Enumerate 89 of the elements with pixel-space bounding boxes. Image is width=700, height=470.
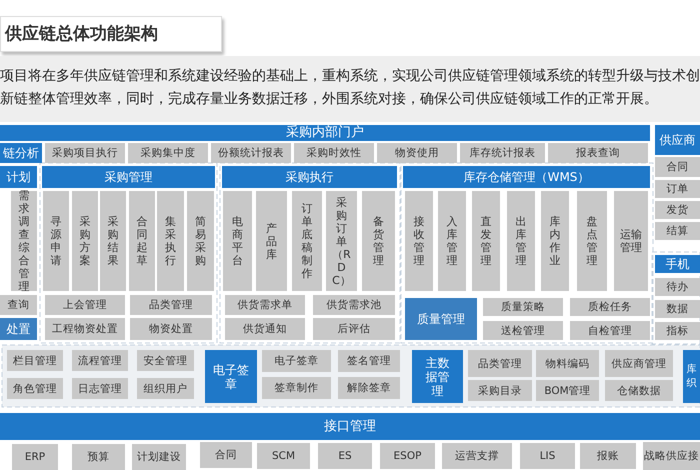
- description-text: 项目将在多年供应链管理和系统建设经验的基础上，重构系统，实现公司供应链管理领域系统的转型升级与技术创新链整体管理效率，同时，完成存量业务数据迁移，外围系统对接，确保公司供应链领域工作的正常开展。: [0, 56, 700, 122]
- header-bar: 接口管理: [0, 413, 700, 440]
- module-box: 库内作业: [541, 191, 569, 291]
- title-tab: 供应链总体功能架构: [0, 16, 222, 52]
- module-box: 报账: [580, 443, 636, 469]
- module-box: 送检管理: [483, 321, 563, 340]
- module-box: 自检管理: [570, 321, 650, 340]
- module-box: 采购项目执行: [45, 143, 125, 163]
- module-box: 品类管理: [468, 350, 532, 377]
- module-box: 库存统计报表: [460, 143, 545, 163]
- module-box: 供货通知: [225, 318, 305, 340]
- module-box: 供货需求单: [225, 295, 305, 315]
- module-box: 入库管理: [438, 191, 466, 291]
- section-header: 手机: [655, 255, 700, 273]
- section-header: 主数据管理: [412, 350, 463, 403]
- section-header: 库存仓储管理（WMS）: [403, 166, 650, 188]
- header-bar: 采购内部门户: [0, 125, 650, 141]
- module-box: 指标: [655, 322, 700, 340]
- module-box: 盘点管理: [577, 191, 607, 291]
- module-box: 电商平台: [223, 191, 252, 291]
- module-box: 物资使用: [377, 143, 457, 163]
- module-box: 安全管理: [137, 350, 194, 371]
- module-box: 采购订单（RDC）: [326, 191, 357, 291]
- module-box: ESOP: [380, 443, 435, 469]
- module-box: 运营支撑: [442, 443, 512, 469]
- module-box: 预算: [72, 444, 125, 470]
- module-box: 仓储数据: [605, 380, 673, 401]
- module-box: 寻源申请: [43, 191, 69, 291]
- module-box: 运输管理: [614, 191, 648, 291]
- module-box: 查询: [0, 295, 37, 315]
- module-box: BOM管理: [536, 380, 599, 401]
- module-box: 合同: [655, 157, 700, 177]
- module-box: 签章制作: [262, 377, 331, 399]
- module-box: 出库管理: [507, 191, 535, 291]
- module-box: 采购目录: [468, 380, 532, 401]
- section-header: 供应商: [655, 125, 700, 155]
- section-header: 采购管理: [42, 166, 215, 188]
- module-box: 采购时效性: [294, 143, 374, 163]
- module-box: 备货管理: [362, 191, 395, 291]
- module-box: 品类管理: [130, 295, 212, 315]
- module-box: 流程管理: [72, 350, 128, 371]
- module-box: 采购集中度: [128, 143, 208, 163]
- module-box: ERP: [12, 444, 58, 470]
- module-box: ES: [318, 443, 372, 469]
- section-header: 链分析: [0, 143, 42, 163]
- section-header: 电子签章: [205, 350, 257, 403]
- module-box: SCM: [257, 443, 310, 469]
- module-box: 产品库: [256, 191, 287, 291]
- module-box: 需求调查综合管理: [11, 191, 37, 291]
- module-box: 采购方案: [72, 191, 98, 291]
- module-box: 结算: [655, 222, 700, 240]
- section-header: 计划: [0, 166, 37, 188]
- module-box: 合同: [200, 442, 252, 468]
- module-box: 战略供应接: [643, 442, 700, 470]
- module-box: 集采执行: [157, 191, 184, 291]
- section-header: 处置: [0, 318, 37, 340]
- module-box: 订单: [655, 180, 700, 198]
- module-box: 计划建设: [132, 444, 186, 470]
- module-box: 简易采购: [187, 191, 214, 291]
- module-box: 组织用户: [137, 378, 194, 399]
- module-box: 报表查询: [548, 143, 648, 163]
- module-box: 解除签章: [338, 377, 400, 399]
- module-box: 质量策略: [483, 298, 563, 316]
- module-box: 发货: [655, 201, 700, 219]
- module-box: 上会管理: [45, 295, 125, 315]
- module-box: 签名管理: [338, 350, 400, 372]
- section-header: 采购执行: [222, 166, 397, 188]
- module-box: 直发管理: [472, 191, 500, 291]
- module-box: 物料编码: [536, 350, 599, 377]
- module-box: 工程物资处置: [45, 318, 125, 340]
- module-box: 合同起草: [129, 191, 155, 291]
- module-box: 采购结果: [100, 191, 126, 291]
- module-box: 接收管理: [405, 191, 433, 291]
- module-box: 份额统计报表: [211, 143, 291, 163]
- module-box: 日志管理: [72, 378, 128, 399]
- module-box: 电子签章: [262, 350, 331, 372]
- module-box: 供应商管理: [605, 350, 673, 377]
- module-box: 数据: [655, 300, 700, 318]
- section-header: 质量管理: [405, 298, 477, 340]
- module-box: 物资处置: [130, 318, 212, 340]
- module-box: 后评估: [313, 318, 395, 340]
- module-box: 栏目管理: [7, 350, 63, 371]
- section-header: 库织: [683, 350, 700, 403]
- module-box: 待办: [655, 278, 700, 296]
- module-box: 供货需求池: [313, 295, 395, 315]
- module-box: 订单底稿制作: [292, 191, 322, 291]
- module-box: 质检任务: [570, 298, 650, 316]
- module-box: 角色管理: [7, 378, 63, 399]
- module-box: LIS: [520, 443, 575, 469]
